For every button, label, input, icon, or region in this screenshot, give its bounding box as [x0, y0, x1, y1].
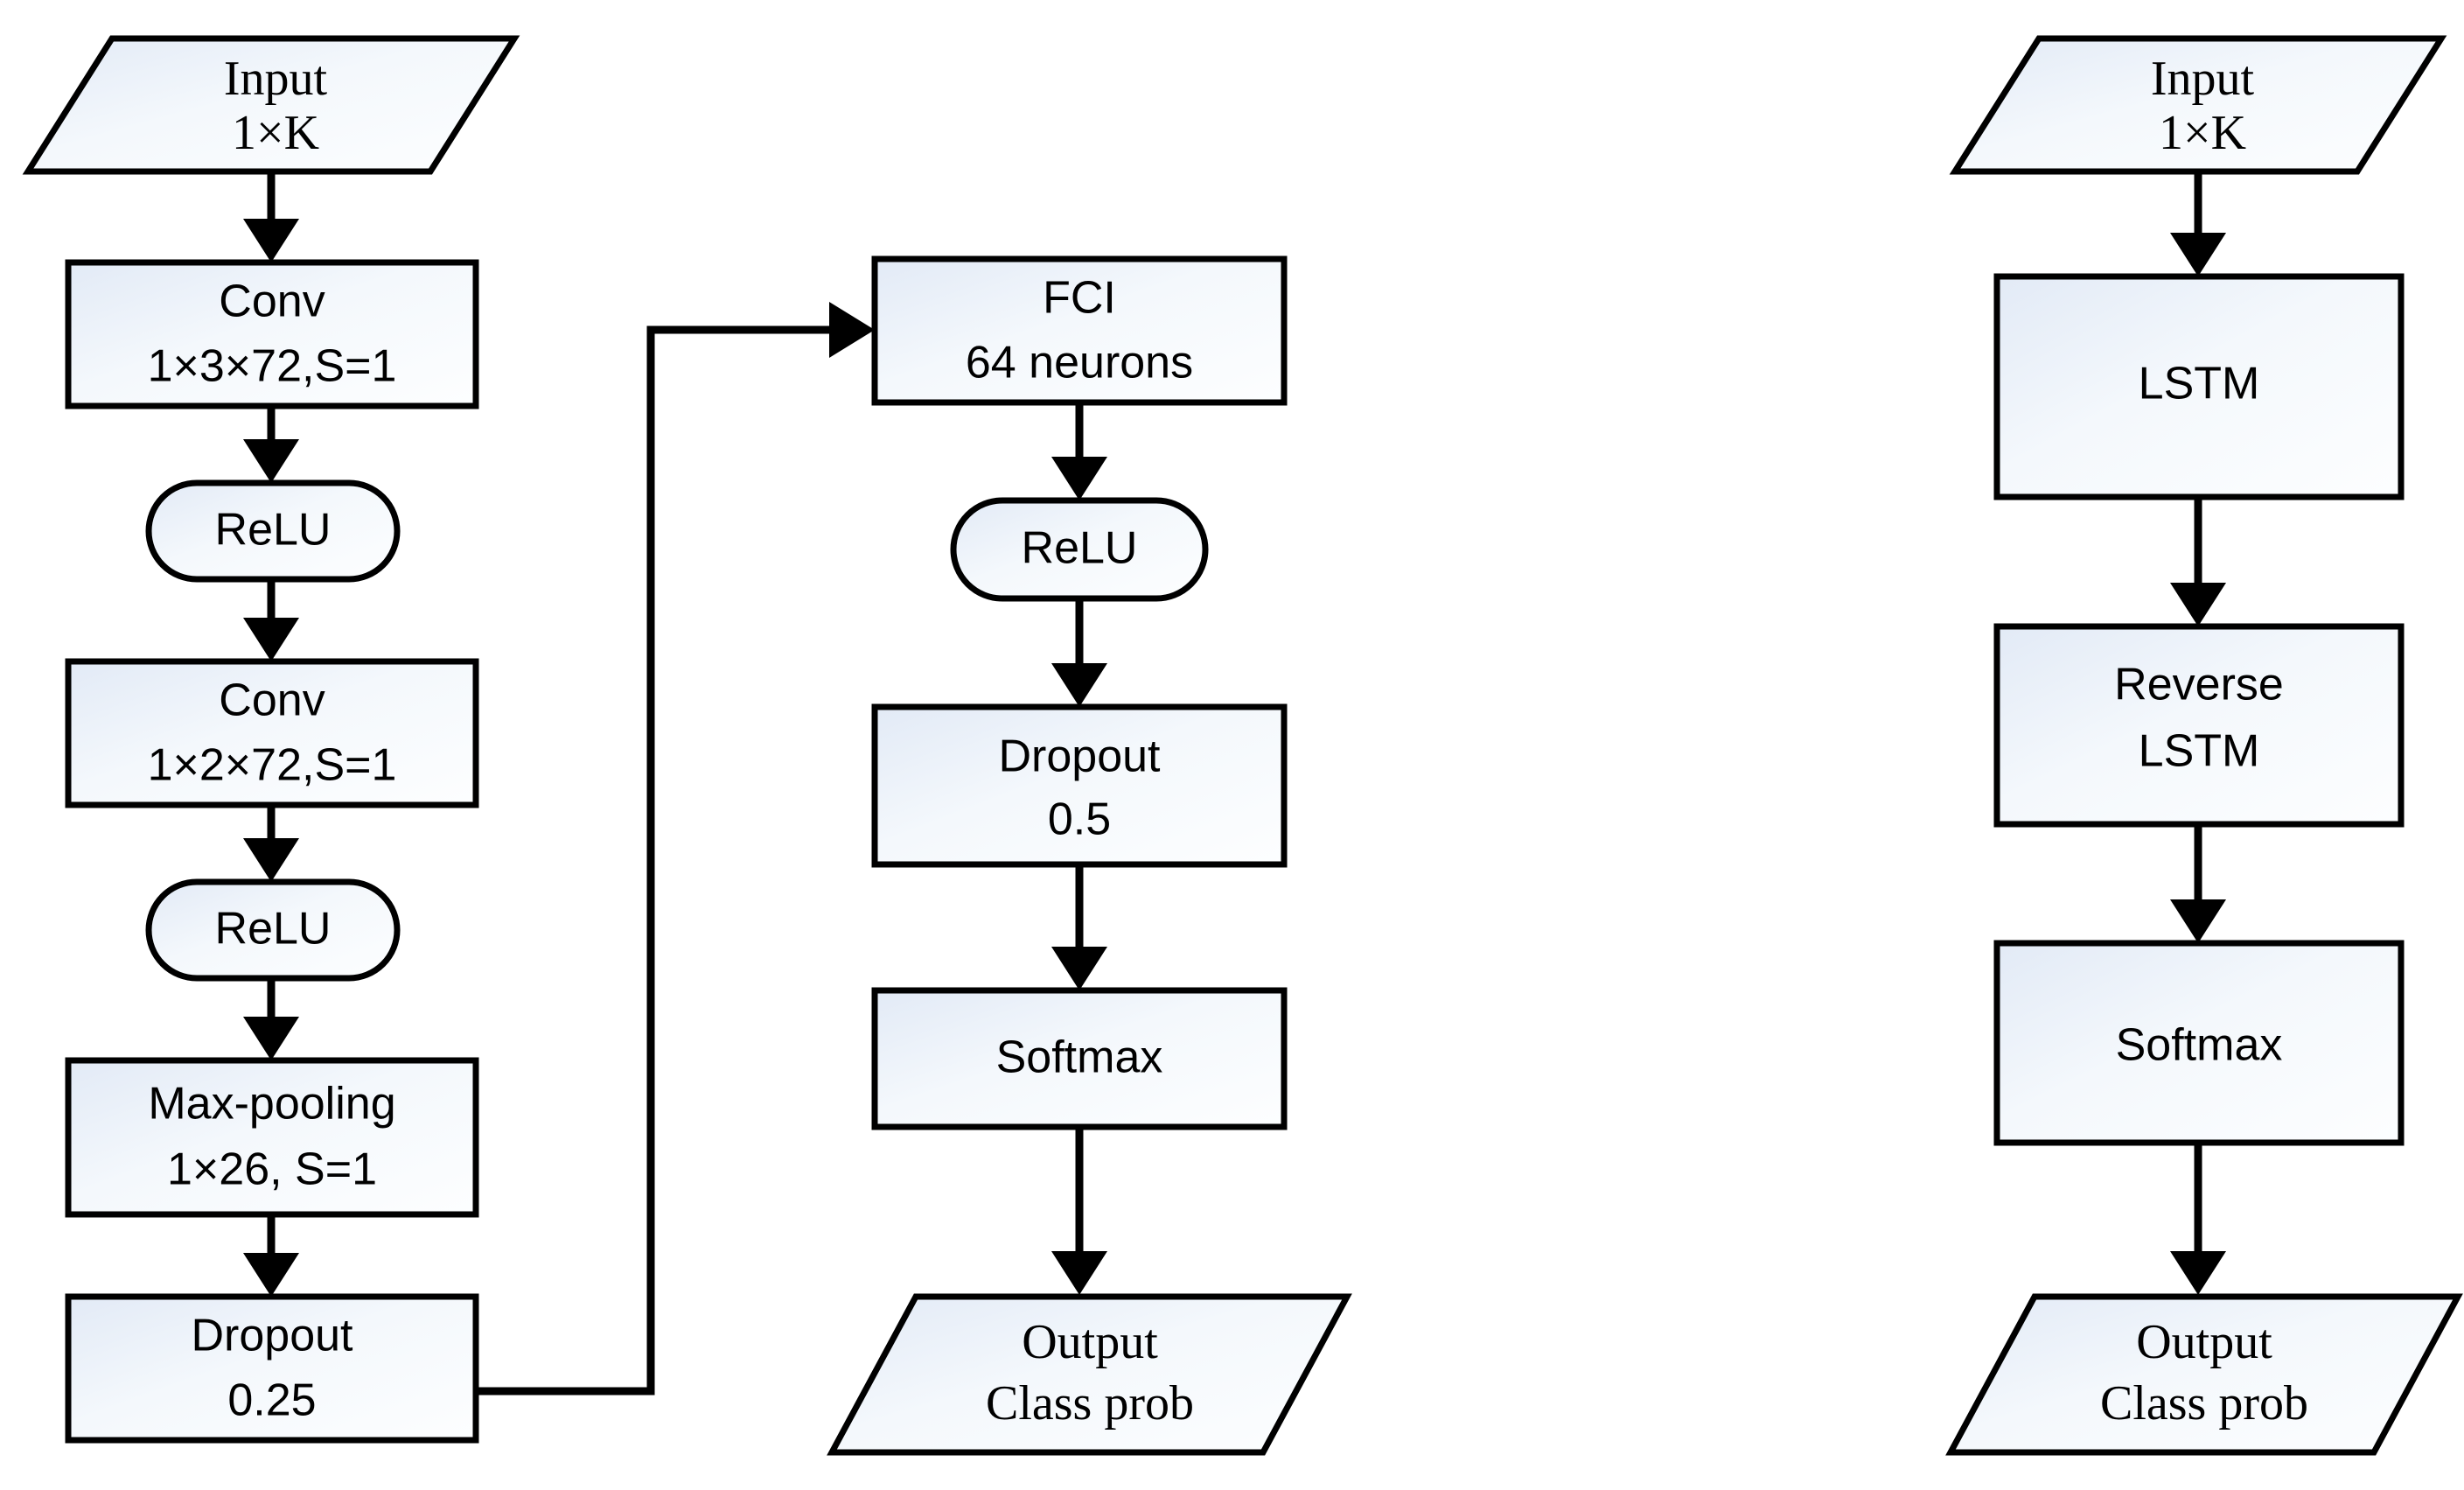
node-reverse-lstm[interactable]: Reverse LSTM: [1993, 623, 2405, 828]
node-relu-3-label: ReLU: [1022, 523, 1138, 574]
rect-shape: [65, 1057, 479, 1218]
connector-dropout05-to-softmax-middle: [1051, 864, 1107, 990]
node-conv-1-line2: 1×3×72,S=1: [148, 341, 397, 392]
connector-relu1-to-conv2: [243, 579, 299, 661]
node-lstm-label: LSTM: [2139, 359, 2260, 409]
node-output-right[interactable]: Output Class prob: [1945, 1293, 2463, 1456]
node-fci-line1: FCI: [1043, 273, 1116, 324]
node-output-middle-line2: Class prob: [986, 1376, 1194, 1431]
rect-shape: [871, 987, 1288, 1130]
parallelogram-shape: [1945, 1293, 2463, 1456]
node-fci-line2: 64 neurons: [966, 338, 1193, 388]
rect-shape: [65, 1293, 479, 1444]
node-dropout-05-line1: Dropout: [999, 731, 1162, 782]
node-output-middle[interactable]: Output Class prob: [827, 1293, 1352, 1456]
node-input-right-line2: 1×K: [2159, 106, 2246, 160]
node-reverse-lstm-line2: LSTM: [2139, 726, 2260, 777]
node-softmax-right-label: Softmax: [2116, 1020, 2283, 1071]
node-conv-2-line2: 1×2×72,S=1: [148, 740, 397, 791]
node-conv-1[interactable]: Conv 1×3×72,S=1: [65, 259, 479, 409]
node-max-pooling-line2: 1×26, S=1: [167, 1144, 377, 1195]
parallelogram-shape: [22, 35, 520, 175]
connector-lstm-to-reverse-lstm: [2170, 497, 2226, 626]
rect-shape: [871, 255, 1288, 406]
node-output-right-line2: Class prob: [2100, 1376, 2308, 1431]
node-input-left-line2: 1×K: [232, 106, 319, 160]
node-dropout-05[interactable]: Dropout 0.5: [871, 703, 1288, 868]
node-softmax-middle-label: Softmax: [996, 1032, 1163, 1083]
rect-shape: [65, 658, 479, 808]
rect-shape: [65, 259, 479, 409]
node-dropout-025[interactable]: Dropout 0.25: [65, 1293, 479, 1444]
connector-relu2-to-maxpooling: [243, 978, 299, 1060]
node-conv-1-line1: Conv: [219, 276, 325, 327]
connector-conv2-to-relu2: [243, 805, 299, 882]
connector-fci-to-relu3: [1051, 402, 1107, 500]
node-output-right-line1: Output: [2136, 1315, 2272, 1369]
node-input-left[interactable]: Input 1×K: [22, 35, 520, 175]
node-max-pooling[interactable]: Max-pooling 1×26, S=1: [65, 1057, 479, 1218]
connector-relu3-to-dropout05: [1051, 598, 1107, 707]
connector-softmax-right-to-output: [2170, 1143, 2226, 1295]
node-conv-2[interactable]: Conv 1×2×72,S=1: [65, 658, 479, 808]
node-dropout-05-line2: 0.5: [1048, 794, 1111, 845]
connector-dropout025-to-fci: [476, 302, 875, 1396]
node-input-right[interactable]: Input 1×K: [1949, 35, 2447, 175]
connector-conv1-to-relu1: [243, 406, 299, 483]
connector-input-right-to-lstm: [2170, 171, 2226, 276]
node-max-pooling-line1: Max-pooling: [148, 1079, 395, 1130]
node-conv-2-line1: Conv: [219, 675, 325, 726]
node-relu-2-label: ReLU: [215, 904, 332, 955]
node-output-middle-line1: Output: [1022, 1315, 1158, 1369]
rect-shape: [871, 703, 1288, 868]
parallelogram-shape: [1949, 35, 2447, 175]
parallelogram-shape: [827, 1293, 1352, 1456]
node-lstm[interactable]: LSTM: [1993, 273, 2405, 500]
rect-shape: [1993, 273, 2405, 500]
node-relu-2[interactable]: ReLU: [145, 878, 401, 982]
node-dropout-025-line1: Dropout: [192, 1311, 354, 1361]
node-input-right-line1: Input: [2151, 52, 2255, 106]
node-input-left-line1: Input: [224, 52, 328, 106]
connector-softmax-middle-to-output: [1051, 1127, 1107, 1295]
node-reverse-lstm-line1: Reverse: [2114, 660, 2284, 710]
node-relu-1-label: ReLU: [215, 505, 332, 556]
connector-maxpooling-to-dropout025: [243, 1214, 299, 1297]
node-dropout-025-line2: 0.25: [227, 1375, 316, 1426]
rect-shape: [1993, 623, 2405, 828]
node-softmax-right[interactable]: Softmax: [1993, 940, 2405, 1146]
node-relu-1[interactable]: ReLU: [145, 479, 401, 583]
node-fci[interactable]: FCI 64 neurons: [871, 255, 1288, 406]
connector-reverse-lstm-to-softmax: [2170, 824, 2226, 943]
node-relu-3[interactable]: ReLU: [950, 497, 1209, 602]
rect-shape: [1993, 940, 2405, 1146]
node-softmax-middle[interactable]: Softmax: [871, 987, 1288, 1130]
connector-input-left-to-conv1: [243, 171, 299, 262]
